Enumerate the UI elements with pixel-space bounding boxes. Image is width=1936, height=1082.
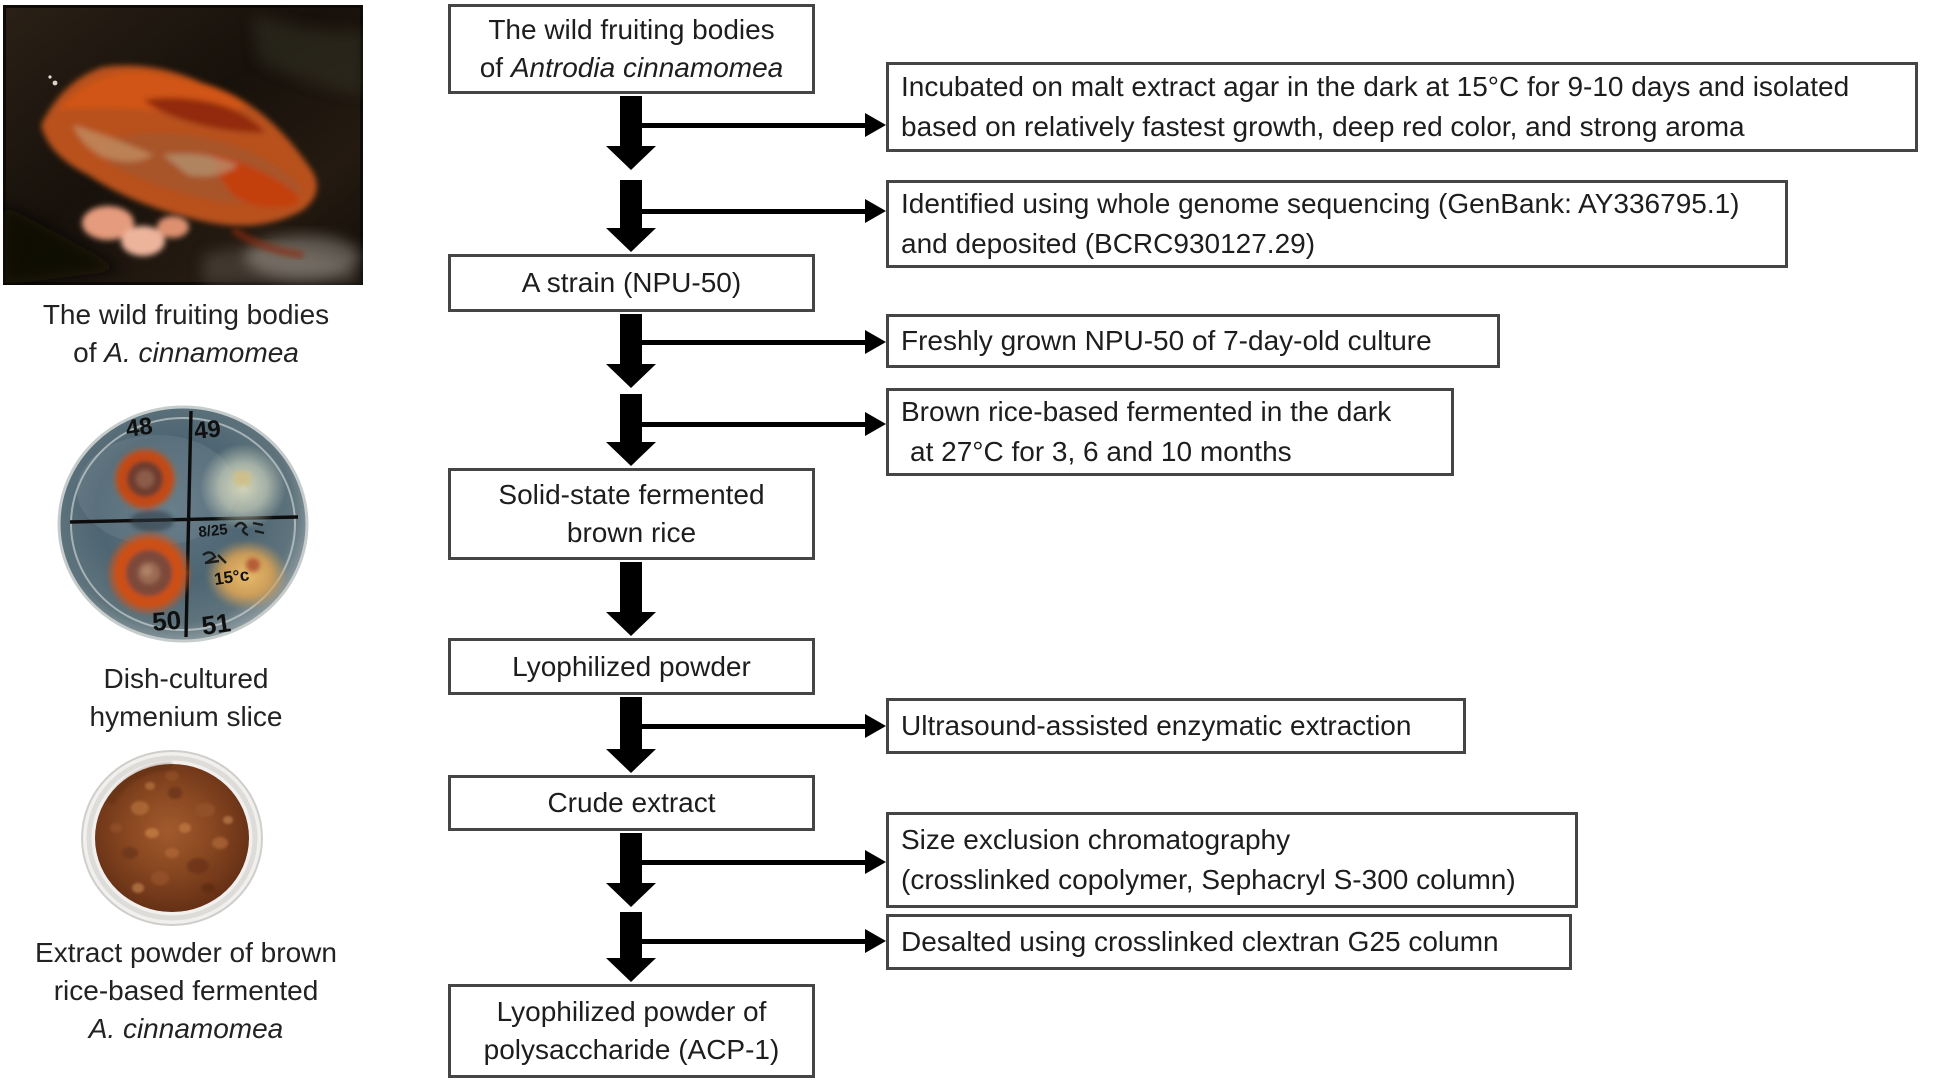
down-arrow-head	[606, 612, 656, 636]
node-line: Lyophilized powder	[512, 650, 751, 682]
petri-label-51: 51	[200, 607, 233, 641]
down-arrow-shaft	[620, 394, 642, 442]
down-arrow-icon	[606, 562, 656, 636]
extract-powder-photo	[80, 748, 264, 928]
photo1-caption-line2-prefix: of	[73, 337, 105, 368]
petri-dish-photo: 48 49 50 51 8/25 15°c	[57, 405, 310, 643]
node-species-prefix: of	[479, 52, 511, 83]
down-arrow-icon	[606, 912, 656, 982]
annotation-line: Freshly grown NPU-50 of 7-day-old cultur…	[901, 325, 1432, 356]
photo1-caption-line1: The wild fruiting bodies	[42, 299, 330, 330]
node-wild-fruiting-bodies: The wild fruiting bodies of Antrodia cin…	[448, 4, 815, 94]
down-arrow-shaft	[620, 697, 642, 749]
photo1-caption: The wild fruiting bodies of A. cinnamome…	[0, 296, 372, 372]
extract-powder-illustration	[81, 750, 263, 926]
down-arrow-head	[606, 364, 656, 388]
photo2-caption-line2: hymenium slice	[89, 701, 283, 732]
annotation-desalting: Desalted using crosslinked clextran G25 …	[886, 914, 1572, 970]
petri-note-date: 8/25	[198, 521, 229, 541]
down-arrow-icon	[606, 180, 656, 252]
down-arrow-head	[606, 749, 656, 773]
down-arrow-shaft	[620, 314, 642, 364]
down-arrow-icon	[606, 96, 656, 170]
annotation-line: Incubated on malt extract agar in the da…	[901, 71, 1850, 102]
annotation-line: based on relatively fastest growth, deep…	[901, 111, 1745, 142]
down-arrow-icon	[606, 833, 656, 907]
node-line: brown rice	[566, 517, 697, 548]
node-line: polysaccharide (ACP-1)	[483, 1034, 780, 1065]
right-arrow-icon	[642, 929, 886, 953]
down-arrow-head	[606, 958, 656, 982]
annotation-fermentation: Brown rice-based fermented in the dark a…	[886, 388, 1454, 476]
annotation-incubation: Incubated on malt extract agar in the da…	[886, 62, 1918, 152]
photo3-caption-species: A. cinnamomea	[88, 1013, 284, 1044]
down-arrow-head	[606, 146, 656, 170]
down-arrow-head	[606, 883, 656, 907]
photo3-caption-line2: rice-based fermented	[53, 975, 319, 1006]
photo1-caption-species: A. cinnamomea	[104, 337, 299, 368]
down-arrow-shaft	[620, 833, 642, 883]
right-arrow-icon	[642, 714, 886, 738]
annotation-ultrasound-extraction: Ultrasound-assisted enzymatic extraction	[886, 698, 1466, 754]
node-crude-extract: Crude extract	[448, 775, 815, 831]
photo2-caption: Dish-cultured hymenium slice	[0, 660, 372, 736]
down-arrow-shaft	[620, 180, 642, 228]
down-arrow-icon	[606, 697, 656, 773]
down-arrow-shaft	[620, 96, 642, 146]
annotation-size-exclusion: Size exclusion chromatography (crosslink…	[886, 812, 1578, 908]
petri-note-temp: 15°c	[213, 565, 250, 589]
down-arrow-shaft	[620, 912, 642, 958]
down-arrow-head	[606, 228, 656, 252]
photo1-caption-line2: of A. cinnamomea	[0, 334, 372, 372]
annotation-line: Ultrasound-assisted enzymatic extraction	[901, 710, 1412, 741]
node-line: Lyophilized powder of	[496, 996, 767, 1027]
annotation-line: at 27°C for 3, 6 and 10 months	[910, 436, 1292, 467]
annotation-line: (crosslinked copolymer, Sephacryl S-300 …	[901, 864, 1516, 895]
down-arrow-shaft	[620, 562, 642, 612]
right-arrow-icon	[642, 199, 886, 223]
annotation-line: Desalted using crosslinked clextran G25 …	[901, 926, 1499, 957]
photo3-caption: Extract powder of brown rice-based ferme…	[0, 934, 372, 1048]
petri-handwriting-scribble	[202, 521, 265, 565]
node-line: of Antrodia cinnamomea	[480, 49, 784, 87]
petri-label-49: 49	[193, 415, 222, 445]
annotation-line: Brown rice-based fermented in the dark	[901, 396, 1392, 427]
photo3-caption-line1: Extract powder of brown	[35, 937, 337, 968]
right-arrow-icon	[642, 850, 886, 874]
right-arrow-icon	[642, 113, 886, 137]
wild-fruiting-bodies-illustration	[3, 5, 363, 285]
photo2-caption-line1: Dish-cultured	[103, 663, 269, 694]
petri-label-48: 48	[124, 412, 154, 442]
right-arrow-icon	[642, 412, 886, 436]
down-arrow-icon	[606, 314, 656, 388]
annotation-line: Identified using whole genome sequencing…	[901, 188, 1740, 219]
right-arrow-icon	[642, 330, 886, 354]
node-species-name: Antrodia cinnamomea	[510, 52, 784, 83]
node-line: Solid-state fermented	[498, 479, 765, 510]
node-line: Crude extract	[547, 787, 716, 818]
wild-fruiting-bodies-photo	[3, 5, 363, 285]
left-photo-column: The wild fruiting bodies of A. cinnamome…	[0, 0, 372, 1082]
annotation-fresh-culture: Freshly grown NPU-50 of 7-day-old cultur…	[886, 314, 1500, 368]
petri-dish-illustration: 48 49 50 51 8/25 15°c	[57, 405, 309, 643]
node-solid-state-fermented: Solid-state fermented brown rice	[448, 468, 815, 560]
node-line: The wild fruiting bodies	[488, 14, 775, 45]
node-strain-npu50: A strain (NPU-50)	[448, 254, 815, 312]
down-arrow-head	[606, 442, 656, 466]
annotation-line: and deposited (BCRC930127.29)	[901, 228, 1316, 259]
petri-label-50: 50	[151, 605, 182, 637]
node-lyophilized-powder: Lyophilized powder	[448, 638, 815, 695]
node-line: A strain (NPU-50)	[521, 267, 742, 298]
annotation-line: Size exclusion chromatography	[901, 824, 1291, 855]
down-arrow-icon	[606, 394, 656, 466]
annotation-identification: Identified using whole genome sequencing…	[886, 180, 1788, 268]
node-acp1-powder: Lyophilized powder of polysaccharide (AC…	[448, 984, 815, 1078]
